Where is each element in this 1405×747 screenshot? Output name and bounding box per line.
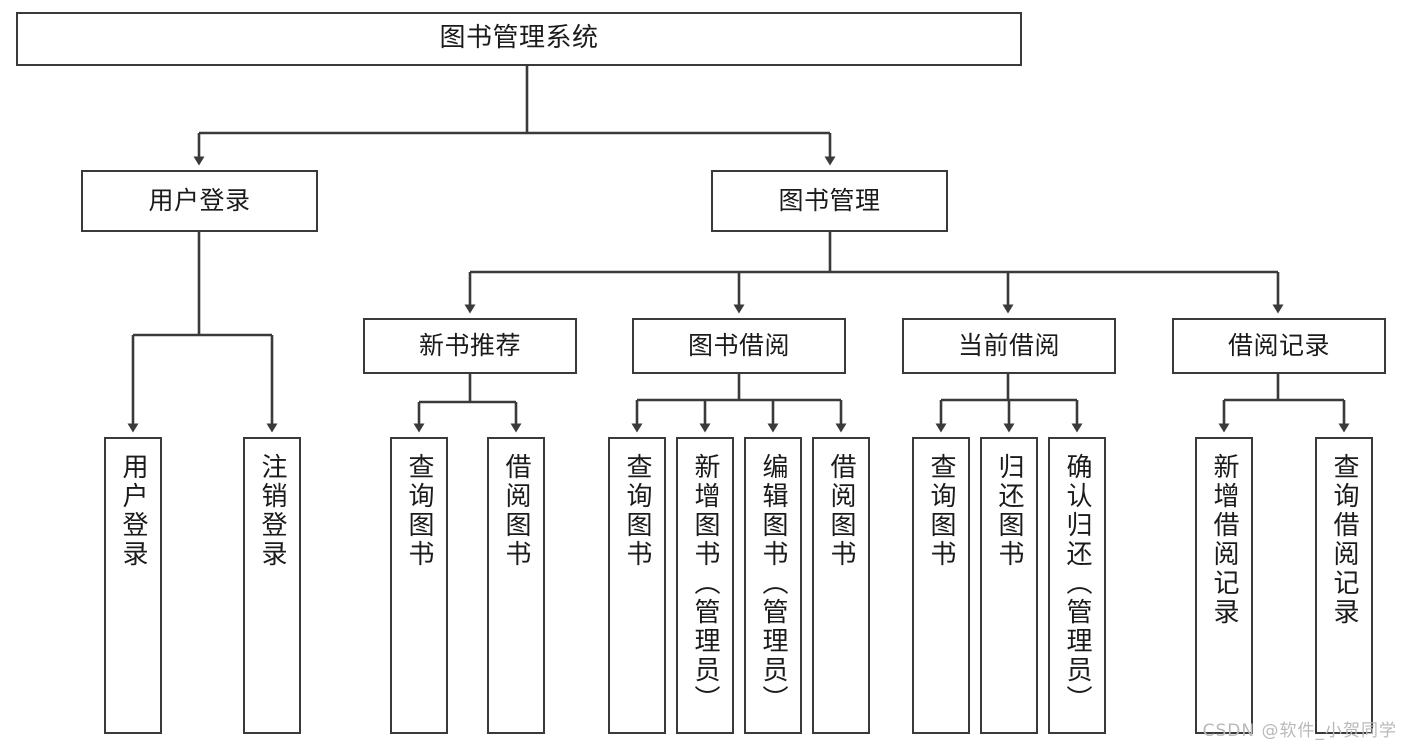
node-label: 查询图书 [404,453,434,569]
node-new-book-recommend[interactable]: 新书推荐 [363,318,577,374]
node-label: 注销登录 [257,453,287,569]
csdn-watermark: CSDN @软件_小贺同学 [1202,721,1397,741]
node-label: 确认归还（管理员） [1062,453,1092,714]
node-label: 借阅图书 [826,453,856,569]
node-label: 当前借阅 [957,330,1060,360]
node-label: 图书借阅 [687,330,790,360]
node-label: 查询图书 [622,453,652,569]
node-leaf-query-book-recommend[interactable]: 查询图书 [390,437,448,734]
node-label: 用户登录 [118,453,148,569]
node-label: 借阅图书 [501,453,531,569]
node-leaf-query-book-borrow[interactable]: 查询图书 [608,437,666,734]
node-leaf-confirm-return-admin[interactable]: 确认归还（管理员） [1048,437,1106,734]
node-leaf-add-book-admin[interactable]: 新增图书（管理员） [676,437,734,734]
node-book-borrow[interactable]: 图书借阅 [632,318,846,374]
node-label: 用户登录 [148,185,251,215]
node-leaf-borrow-book-recommend[interactable]: 借阅图书 [487,437,545,734]
node-label: 图书管理 [778,185,881,215]
node-leaf-add-borrow-record[interactable]: 新增借阅记录 [1195,437,1253,734]
node-label: 新增借阅记录 [1209,453,1239,627]
node-leaf-query-borrow-record[interactable]: 查询借阅记录 [1315,437,1373,734]
node-leaf-return-book[interactable]: 归还图书 [980,437,1038,734]
node-leaf-user-login[interactable]: 用户登录 [104,437,162,734]
node-leaf-query-book-current[interactable]: 查询图书 [912,437,970,734]
node-label: 新书推荐 [418,330,521,360]
node-label: 图书管理系统 [439,23,599,54]
node-label: 新增图书（管理员） [690,453,720,714]
node-current-borrow[interactable]: 当前借阅 [902,318,1116,374]
node-label: 借阅记录 [1227,330,1330,360]
node-leaf-logout-login[interactable]: 注销登录 [243,437,301,734]
node-label: 编辑图书（管理员） [758,453,788,714]
node-label: 归还图书 [994,453,1024,569]
node-root-book-management-system[interactable]: 图书管理系统 [16,12,1022,66]
node-leaf-borrow-book[interactable]: 借阅图书 [812,437,870,734]
node-leaf-edit-book-admin[interactable]: 编辑图书（管理员） [744,437,802,734]
node-user-login[interactable]: 用户登录 [81,170,318,232]
node-label: 查询图书 [926,453,956,569]
node-label: 查询借阅记录 [1329,453,1359,627]
node-book-management[interactable]: 图书管理 [711,170,948,232]
node-borrow-record[interactable]: 借阅记录 [1172,318,1386,374]
